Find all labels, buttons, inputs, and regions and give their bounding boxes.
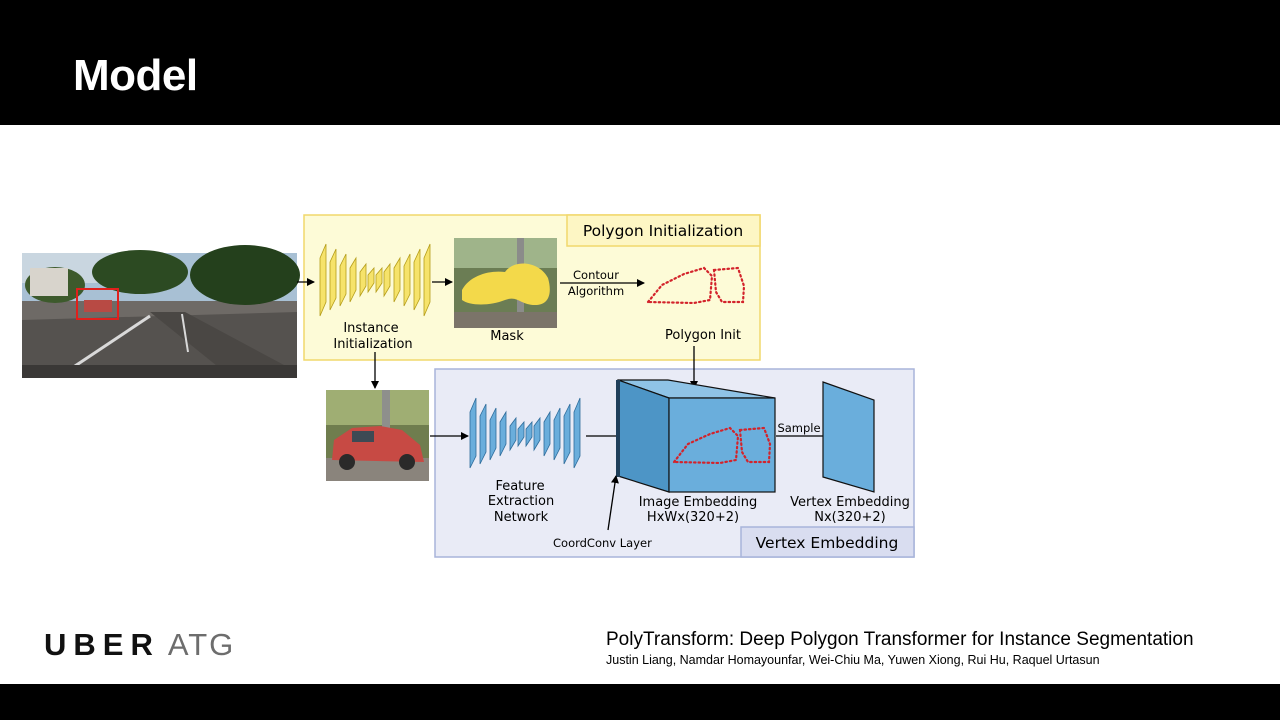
mask-label: Mask: [490, 329, 524, 344]
vertex-embedding-label-1: Vertex Embedding: [790, 495, 910, 510]
contour-label-2: Algorithm: [568, 284, 624, 298]
street-scene-image: [22, 245, 300, 378]
image-embedding-label-2: HxWx(320+2): [647, 510, 739, 525]
title-bar: Model: [0, 0, 1280, 125]
polygon-init-label: Polygon Init: [665, 328, 741, 343]
instance-init-label-2: Initialization: [333, 337, 412, 352]
feature-extraction-network: [469, 397, 581, 469]
vertex-embedding-plane: [822, 381, 875, 493]
vertex-embedding-title-box: [740, 526, 915, 558]
logo-main-text: UBER: [44, 627, 160, 662]
polygon-init-title-box: [566, 214, 761, 247]
polygon-init-shape: [645, 266, 746, 305]
paper-authors: Justin Liang, Namdar Homayounfar, Wei-Ch…: [606, 653, 1100, 667]
mask-image: [454, 238, 557, 328]
instance-init-network: [319, 243, 431, 317]
vertex-embedding-label-2: Nx(320+2): [814, 510, 886, 525]
contour-label-1: Contour: [573, 268, 619, 282]
sample-label: Sample: [777, 421, 820, 435]
paper-title: PolyTransform: Deep Polygon Transformer …: [606, 629, 1194, 650]
feature-net-label-2: Extraction: [488, 494, 554, 509]
feature-net-label-1: Feature: [495, 479, 544, 494]
image-embedding-cube: [616, 379, 776, 493]
coordconv-label: CoordConv Layer: [553, 536, 652, 550]
car-crop-image: [326, 390, 429, 481]
image-embedding-label-1: Image Embedding: [639, 495, 758, 510]
instance-init-label-1: Instance: [343, 321, 398, 336]
embedding-polygon-shape: [671, 426, 772, 465]
logo-sub-text: ATG: [167, 627, 236, 662]
vertex-embedding-title: Vertex Embedding: [756, 534, 899, 552]
slide-title: Model: [73, 51, 198, 100]
bottom-bar: [0, 684, 1280, 720]
feature-net-label-3: Network: [494, 510, 549, 525]
polygon-init-title: Polygon Initialization: [583, 222, 743, 240]
